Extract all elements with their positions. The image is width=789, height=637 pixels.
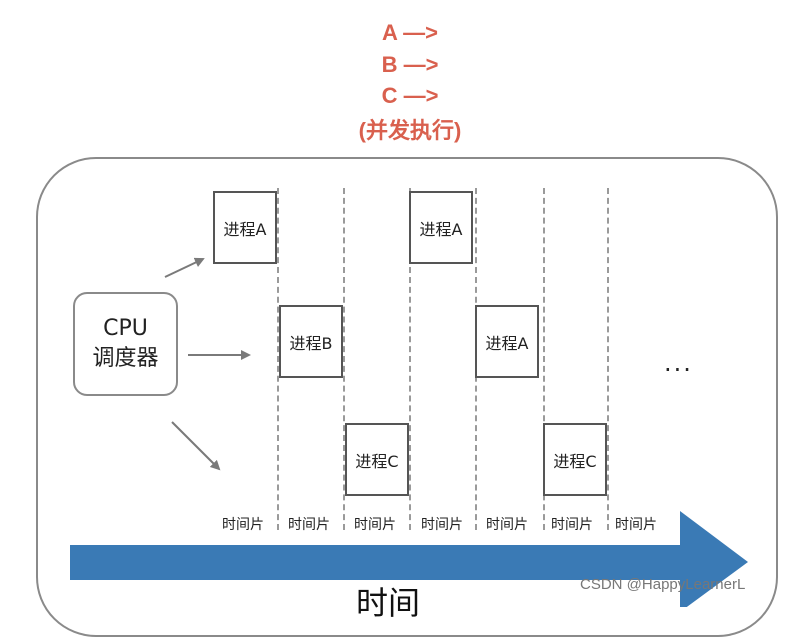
slice-divider xyxy=(543,188,545,530)
title-line-c: C —> xyxy=(381,83,439,108)
process-label: 进程A xyxy=(223,219,267,239)
slice-divider xyxy=(607,188,609,530)
time-slice-label: 时间片 xyxy=(287,514,331,534)
process-box-a1: 进程A xyxy=(213,191,277,264)
arrow-to-c xyxy=(171,421,221,471)
process-box-c2: 进程C xyxy=(543,423,607,496)
time-slice-label: 时间片 xyxy=(420,514,464,534)
watermark: CSDN @HappyLearnerL xyxy=(580,576,746,593)
process-box-a2: 进程A xyxy=(409,191,473,264)
scheduler-label: 调度器 xyxy=(92,346,159,371)
slice-divider xyxy=(343,188,345,530)
process-label: 进程C xyxy=(355,451,399,471)
process-label: 进程A xyxy=(485,333,529,353)
time-slice-label: 时间片 xyxy=(614,514,658,534)
cpu-label: CPU xyxy=(103,316,148,341)
ellipsis: ··· xyxy=(664,356,693,384)
slice-divider xyxy=(409,188,411,530)
process-label: 进程C xyxy=(553,451,597,471)
process-label: 进程B xyxy=(289,333,333,353)
title-line-b: B —> xyxy=(381,52,439,77)
time-slice-label: 时间片 xyxy=(353,514,397,534)
arrows-layer xyxy=(70,257,748,607)
title-concurrent: (并发执行) xyxy=(358,118,462,143)
arrow-to-a xyxy=(164,257,205,278)
cpu-scheduler: CPU 调度器 xyxy=(73,292,178,396)
time-slice-label: 时间片 xyxy=(485,514,529,534)
process-box-c1: 进程C xyxy=(345,423,409,496)
time-slice-label: 时间片 xyxy=(221,514,265,534)
time-slice-label: 时间片 xyxy=(550,514,594,534)
slice-divider xyxy=(277,188,279,530)
time-axis-label: 时间 xyxy=(356,584,421,622)
title-line-a: A —> xyxy=(381,20,439,45)
process-label: 进程A xyxy=(419,219,463,239)
process-box-a3: 进程A xyxy=(475,305,539,378)
time-arrow xyxy=(70,511,748,607)
process-box-b: 进程B xyxy=(279,305,343,378)
